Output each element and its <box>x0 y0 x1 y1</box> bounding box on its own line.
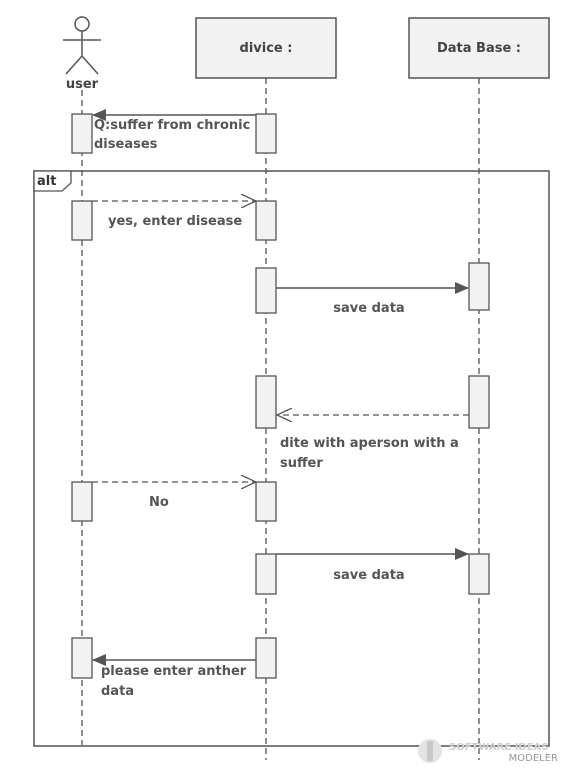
activation-database-2[interactable] <box>468 375 490 429</box>
activation-device-3[interactable] <box>255 267 277 314</box>
database-box[interactable] <box>408 17 550 79</box>
activation-user-1[interactable] <box>71 113 93 154</box>
device-label: divice : <box>240 41 293 56</box>
activation-device-5[interactable] <box>255 481 277 522</box>
message-3-label: save data <box>333 301 404 316</box>
message-4-label-line2: suffer <box>280 456 323 471</box>
activation-database-3[interactable] <box>468 553 490 595</box>
message-2-label: yes, enter disease <box>108 214 242 229</box>
user-actor-icon[interactable] <box>63 16 101 75</box>
watermark-logo: SOFTWARE IDEAS MODELER <box>418 739 558 764</box>
watermark-line2: MODELER <box>509 753 558 764</box>
device-box[interactable] <box>195 17 337 79</box>
message-7-label-line2: data <box>101 684 134 699</box>
message-1-label-line1: Q:suffer from chronic <box>94 118 250 133</box>
activation-user-4[interactable] <box>71 637 93 679</box>
activation-device-7[interactable] <box>255 637 277 679</box>
alt-operator-label: alt <box>37 174 56 189</box>
watermark-line1: SOFTWARE IDEAS <box>449 742 548 753</box>
user-label: user <box>66 77 99 92</box>
message-7-label-line1: please enter anther <box>101 664 247 679</box>
activation-device-1[interactable] <box>255 113 277 154</box>
message-1-label-line2: diseases <box>94 137 158 152</box>
database-label: Data Base : <box>437 41 521 56</box>
alt-fragment[interactable] <box>33 170 550 747</box>
message-5-label: No <box>149 495 169 510</box>
activation-device-4[interactable] <box>255 375 277 429</box>
activation-database-1[interactable] <box>468 262 490 311</box>
message-4-label-line1: dite with aperson with a <box>280 436 459 451</box>
activation-device-2[interactable] <box>255 200 277 241</box>
activation-user-2[interactable] <box>71 200 93 241</box>
message-6-label: save data <box>333 568 404 583</box>
activation-user-3[interactable] <box>71 481 93 522</box>
alt-fragment-tab <box>33 170 72 192</box>
activation-device-6[interactable] <box>255 553 277 595</box>
